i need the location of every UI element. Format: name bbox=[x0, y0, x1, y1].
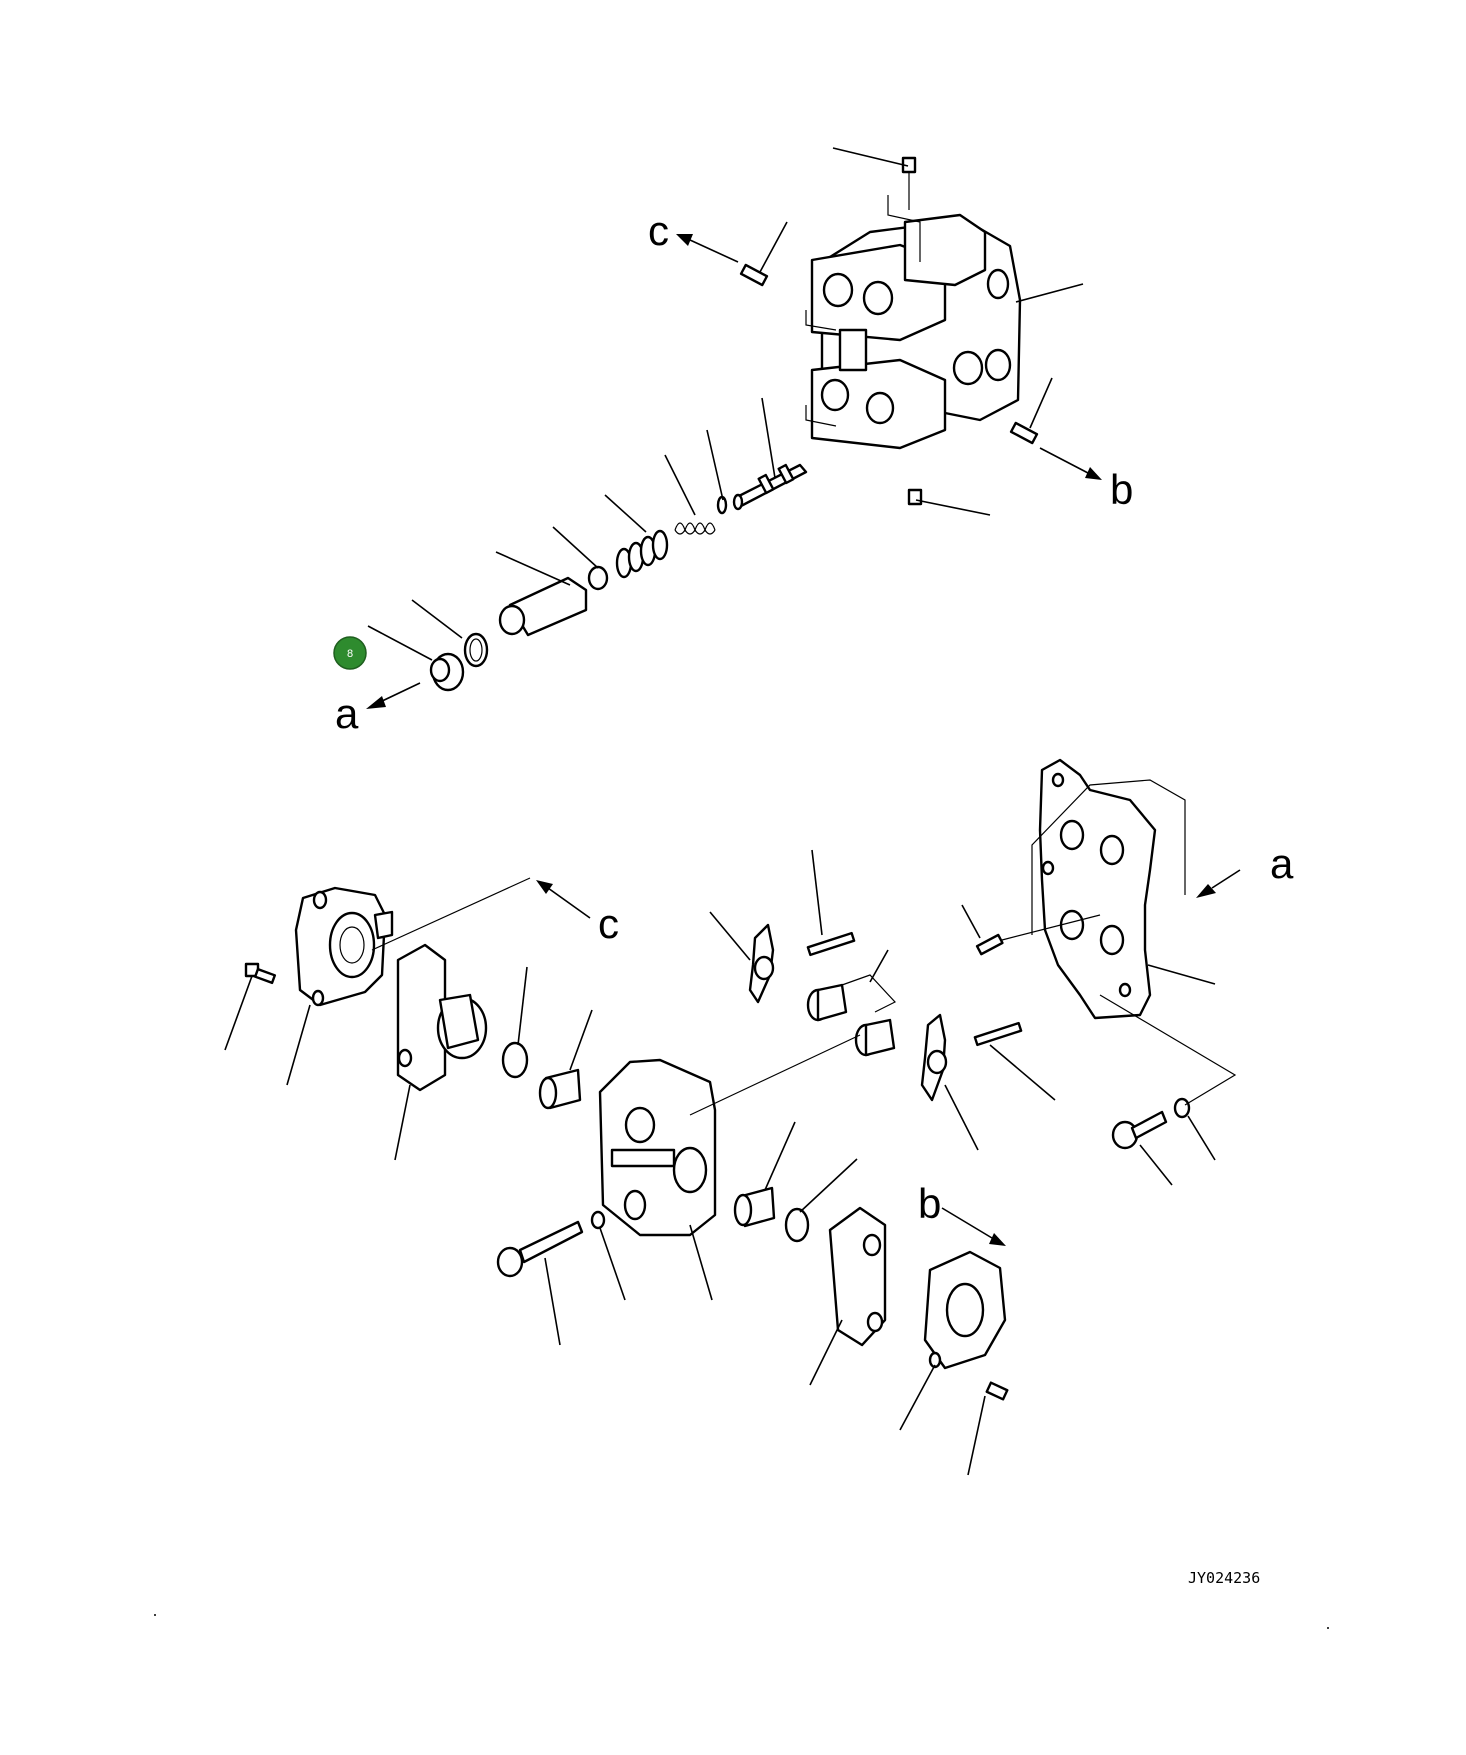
callout-c-top: c bbox=[648, 207, 739, 263]
cover-bolt-right bbox=[967, 1381, 1009, 1476]
part-hotspot-number: 8 bbox=[347, 648, 353, 660]
dowel-pin-plate bbox=[961, 904, 1004, 956]
dowel-pin-c bbox=[739, 221, 788, 287]
svg-text:a: a bbox=[335, 690, 359, 737]
svg-text:c: c bbox=[598, 900, 619, 947]
left-cover bbox=[286, 886, 394, 1086]
right-cover bbox=[899, 1250, 1007, 1431]
o-ring bbox=[411, 599, 489, 668]
rocker-arm-right bbox=[920, 1013, 979, 1151]
callout-b-top: b bbox=[1039, 447, 1133, 513]
svg-text:a: a bbox=[1270, 840, 1294, 887]
spool bbox=[732, 397, 808, 511]
callout-b-bottom: b bbox=[918, 1180, 1006, 1246]
inner-spring bbox=[664, 454, 716, 535]
spring-seat bbox=[552, 526, 609, 591]
callout-a-top: a bbox=[335, 682, 421, 737]
plug-screw-bottom bbox=[907, 488, 991, 516]
bushing-pair bbox=[806, 949, 896, 1057]
part-hotspot-8[interactable]: 8 bbox=[333, 636, 367, 670]
washer-long-bolt bbox=[590, 1210, 626, 1301]
callout-c-bottom: c bbox=[536, 880, 619, 947]
shaft-pin-upper bbox=[806, 849, 856, 957]
callout-a-bottom: a bbox=[1196, 840, 1294, 898]
corner-mark-left bbox=[154, 1614, 156, 1616]
assembly-guides-top bbox=[805, 195, 921, 427]
svg-text:c: c bbox=[648, 207, 669, 254]
plate-bolt bbox=[1111, 1110, 1173, 1186]
bushing-left bbox=[538, 1009, 593, 1110]
oil-seal-right bbox=[784, 1158, 858, 1243]
gasket-plate bbox=[1038, 758, 1216, 1020]
long-bolt bbox=[496, 1220, 584, 1346]
plate-washer bbox=[1173, 1097, 1216, 1161]
piston bbox=[495, 551, 588, 637]
shaft-pin-lower bbox=[973, 1021, 1056, 1101]
retainer bbox=[706, 429, 728, 515]
corner-mark-right bbox=[1327, 1627, 1329, 1629]
right-lever bbox=[809, 1206, 887, 1386]
bushing-right-lower bbox=[733, 1121, 796, 1228]
rocker-arm-left bbox=[709, 911, 775, 1004]
drawing-code: JY024236 bbox=[1188, 1569, 1260, 1587]
left-lever bbox=[394, 943, 488, 1161]
svg-text:b: b bbox=[918, 1180, 941, 1227]
outer-spring bbox=[604, 494, 669, 579]
plug bbox=[367, 625, 465, 692]
center-body bbox=[598, 1058, 717, 1301]
valve-body-top bbox=[810, 213, 1022, 450]
assembly-guides-bottom bbox=[371, 779, 1237, 1116]
dowel-pin-b bbox=[1009, 377, 1053, 445]
svg-text:b: b bbox=[1110, 466, 1133, 513]
leader-body bbox=[1015, 283, 1084, 303]
oil-seal-left bbox=[501, 966, 529, 1079]
cover-bolt-left bbox=[224, 962, 277, 1051]
plug-screw-top bbox=[832, 147, 917, 210]
